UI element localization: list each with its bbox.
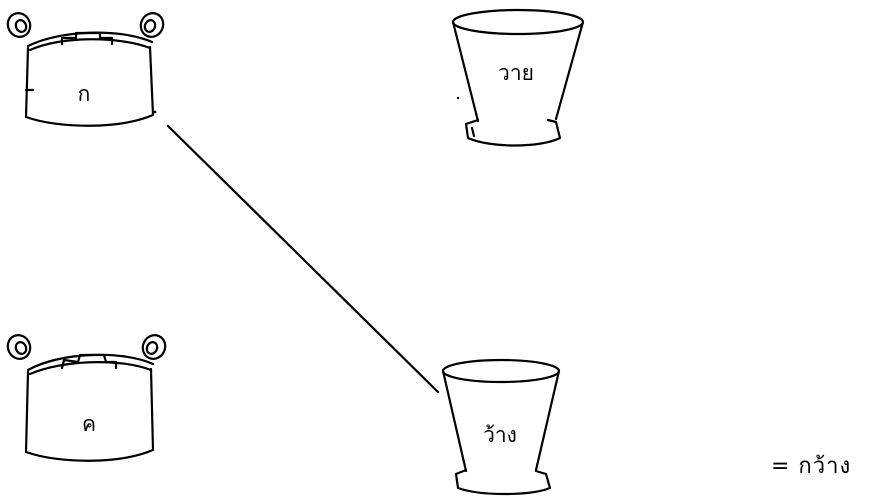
match-line (166, 124, 440, 394)
cup-label: วาย (498, 61, 534, 85)
cup-icon (451, 8, 585, 147)
cooking-pot-icon (6, 12, 165, 127)
stray-dot (456, 96, 460, 100)
pot-label: ก (78, 82, 91, 106)
answer-text: = กว้าง (771, 454, 852, 479)
stray-dot (153, 110, 157, 114)
cooking-pot-icon (6, 334, 167, 462)
pot-label: ค (82, 412, 96, 436)
cup-label: ว้าง (483, 423, 517, 447)
cup-icon (441, 358, 561, 496)
